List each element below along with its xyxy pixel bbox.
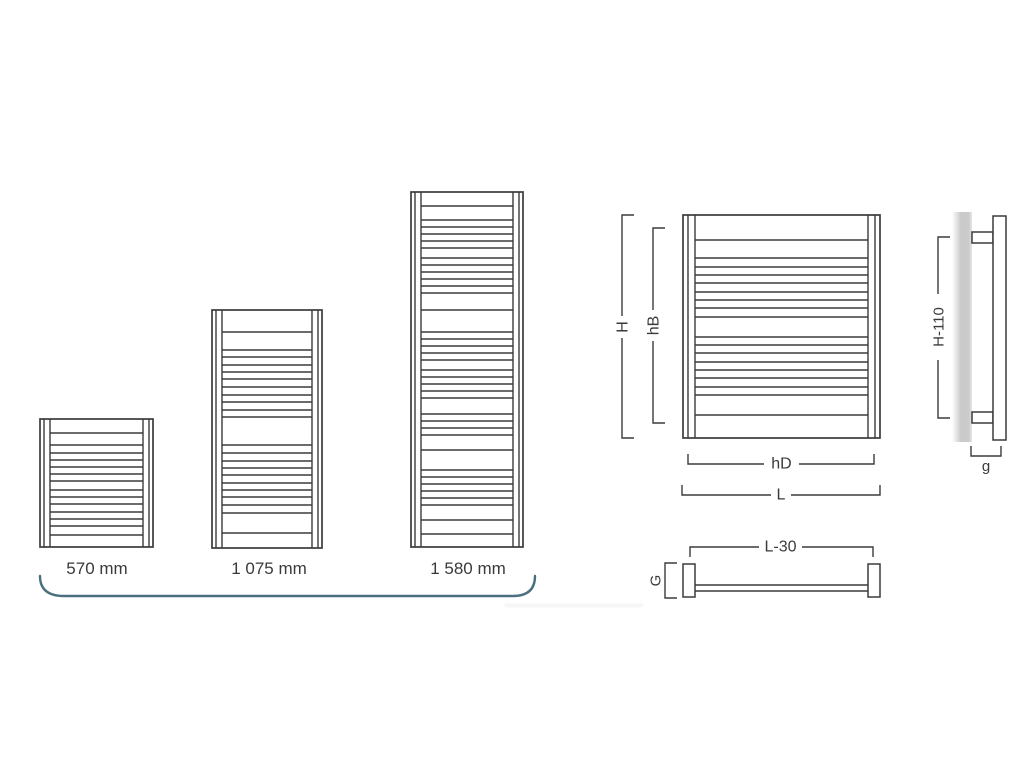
radiator-medium (211, 309, 323, 549)
shadow-artifact (505, 604, 643, 607)
radiator-side-profile (992, 215, 1007, 441)
size-range-brace (38, 574, 537, 598)
mounting-bracket-top (971, 231, 994, 244)
size-label-small: 570 mm (66, 559, 127, 578)
size-label-large: 1 580 mm (430, 559, 506, 578)
dimension-label-L: L (777, 487, 786, 504)
collector-tube-right (867, 563, 881, 598)
dimension-label-L30: L-30 (764, 539, 796, 556)
dimension-label-G: G (648, 575, 665, 587)
dimension-line-L30 (689, 546, 874, 557)
radiator-small (39, 418, 154, 548)
front-view-diagram: H hB hD L (615, 214, 881, 504)
dimension-label-hB: hB (646, 316, 663, 336)
dimension-label-H: H (615, 321, 632, 333)
dimension-line-H (621, 214, 634, 439)
front-view-radiator (682, 214, 881, 439)
dimension-line-hB (652, 227, 665, 424)
size-label-medium: 1 075 mm (231, 559, 307, 578)
dimension-line-H110 (937, 236, 950, 419)
size-comparison (39, 191, 881, 549)
dimension-line-hD (687, 454, 875, 465)
dimension-line-g (970, 446, 1002, 457)
side-view-diagram: H-110 g (931, 212, 1007, 475)
wall-surface (952, 212, 972, 442)
dimension-line-G (664, 562, 677, 599)
top-view-diagram: L-30 G (648, 539, 881, 599)
mounting-bracket-bottom (971, 411, 994, 424)
radiator-large (410, 191, 524, 548)
collector-tube-left (682, 563, 696, 598)
dimension-label-g: g (982, 458, 990, 475)
dimension-label-H110: H-110 (931, 307, 948, 347)
dimension-line-L (681, 485, 881, 496)
dimension-label-hD: hD (771, 456, 791, 473)
